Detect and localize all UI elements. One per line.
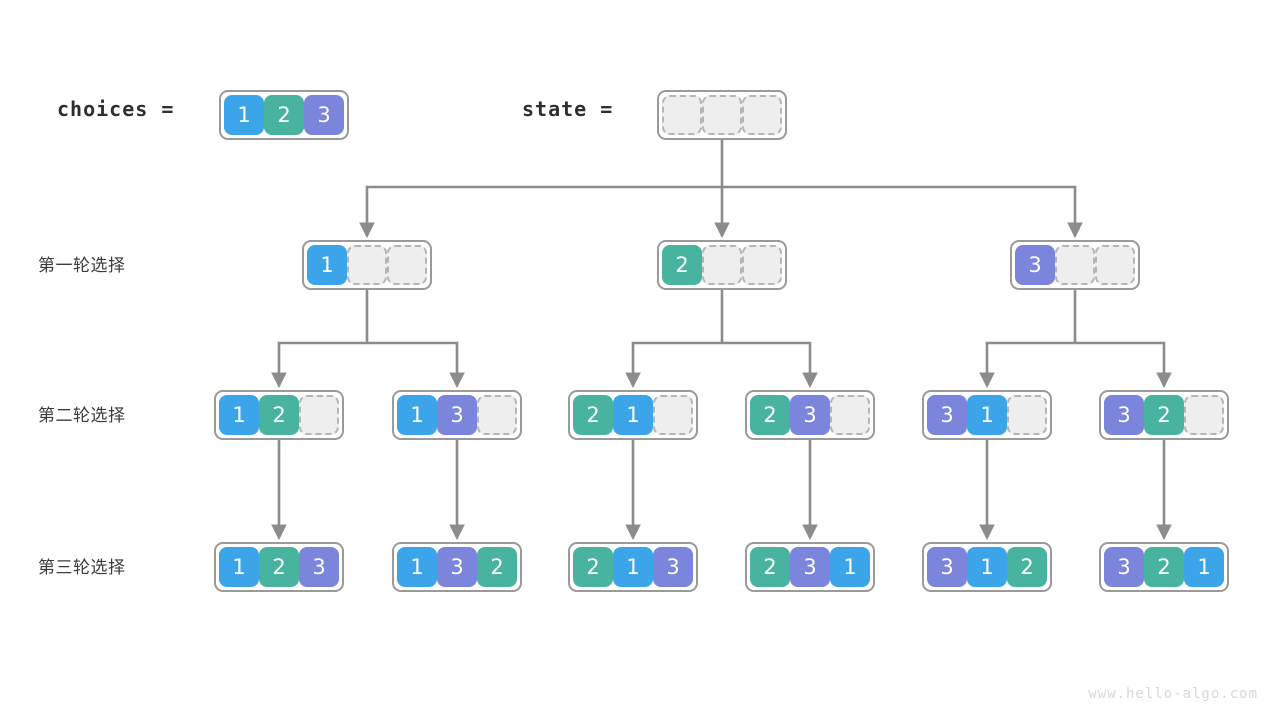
array-cell-empty <box>1007 395 1047 435</box>
array-cell-value-3: 3 <box>927 547 967 587</box>
array-cell-empty <box>347 245 387 285</box>
array-cell-empty <box>742 95 782 135</box>
array-cell-value-2: 2 <box>1144 547 1184 587</box>
state-array-round1-1[interactable]: 1 <box>302 240 432 290</box>
site-watermark: www.hello-algo.com <box>1088 686 1258 702</box>
array-cell-value-3: 3 <box>927 395 967 435</box>
edge-round1-2-to-round2-4 <box>722 341 818 389</box>
array-cell-value-2: 2 <box>1007 547 1047 587</box>
state-array-round1-3[interactable]: 3 <box>1010 240 1140 290</box>
array-cell-empty <box>702 245 742 285</box>
array-cell-value-1: 1 <box>307 245 347 285</box>
edge-round1-3-to-round2-6 <box>1075 341 1172 389</box>
array-cell-value-1: 1 <box>967 395 1007 435</box>
row-label-round-1: 第一轮选择 <box>38 256 126 275</box>
array-cell-value-1: 1 <box>397 395 437 435</box>
array-cell-value-1: 1 <box>1184 547 1224 587</box>
edge-round1-1-to-round2-2 <box>367 341 465 389</box>
array-cell-value-1: 1 <box>967 547 1007 587</box>
array-cell-value-3: 3 <box>653 547 693 587</box>
state-array-round1-2[interactable]: 2 <box>657 240 787 290</box>
array-cell-value-2: 2 <box>750 547 790 587</box>
array-cell-empty <box>653 395 693 435</box>
array-cell-empty <box>299 395 339 435</box>
array-cell-value-1: 1 <box>613 547 653 587</box>
array-cell-empty <box>830 395 870 435</box>
state-array-root[interactable] <box>657 90 787 140</box>
edge-round1-3-to-round2-5 <box>979 341 1075 389</box>
array-cell-value-2: 2 <box>264 95 304 135</box>
array-cell-value-2: 2 <box>259 395 299 435</box>
edge-round1-2-to-round2-3 <box>625 341 722 389</box>
array-cell-value-2: 2 <box>750 395 790 435</box>
array-cell-value-3: 3 <box>1015 245 1055 285</box>
choices-label: choices = <box>57 97 175 121</box>
array-cell-value-2: 2 <box>662 245 702 285</box>
array-cell-value-3: 3 <box>437 547 477 587</box>
array-cell-value-3: 3 <box>437 395 477 435</box>
array-cell-value-3: 3 <box>299 547 339 587</box>
array-cell-value-3: 3 <box>1104 395 1144 435</box>
array-cell-value-3: 3 <box>1104 547 1144 587</box>
array-cell-value-3: 3 <box>790 547 830 587</box>
array-cell-empty <box>742 245 782 285</box>
row-label-round-3: 第三轮选择 <box>38 558 126 577</box>
array-cell-empty <box>1184 395 1224 435</box>
array-cell-value-2: 2 <box>259 547 299 587</box>
array-cell-empty <box>1095 245 1135 285</box>
array-cell-value-1: 1 <box>219 547 259 587</box>
array-cell-empty <box>662 95 702 135</box>
array-cell-empty <box>477 395 517 435</box>
array-cell-value-3: 3 <box>790 395 830 435</box>
row-label-round-2: 第二轮选择 <box>38 406 126 425</box>
array-cell-value-3: 3 <box>304 95 344 135</box>
edge-root-to-round1-1 <box>359 185 722 239</box>
array-cell-value-2: 2 <box>573 547 613 587</box>
edge-root-to-round1-3 <box>722 185 1083 239</box>
array-cell-value-1: 1 <box>219 395 259 435</box>
array-cell-empty <box>702 95 742 135</box>
array-cell-value-2: 2 <box>477 547 517 587</box>
array-cell-value-1: 1 <box>830 547 870 587</box>
array-cell-value-2: 2 <box>573 395 613 435</box>
state-label: state = <box>522 97 614 121</box>
array-cell-value-1: 1 <box>613 395 653 435</box>
array-cell-empty <box>1055 245 1095 285</box>
edge-round1-1-to-round2-1 <box>271 341 367 389</box>
array-cell-empty <box>387 245 427 285</box>
array-cell-value-1: 1 <box>397 547 437 587</box>
array-cell-value-2: 2 <box>1144 395 1184 435</box>
array-cell-value-1: 1 <box>224 95 264 135</box>
